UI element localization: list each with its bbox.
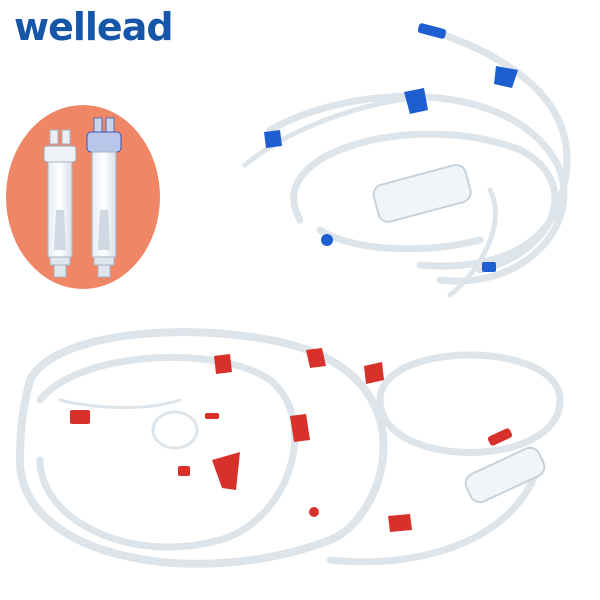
dialyzer-inset-background bbox=[6, 105, 160, 289]
bloodline-set-red-accents bbox=[70, 348, 513, 532]
bloodline-set-blue bbox=[242, 26, 571, 298]
wellead-logo: wellead bbox=[14, 5, 174, 49]
dialyzer-blue-cap bbox=[86, 117, 122, 278]
bloodline-set-blue-accents bbox=[264, 23, 518, 272]
dialyzer-clear-cap bbox=[43, 129, 77, 278]
bloodline-set-red bbox=[15, 328, 564, 568]
